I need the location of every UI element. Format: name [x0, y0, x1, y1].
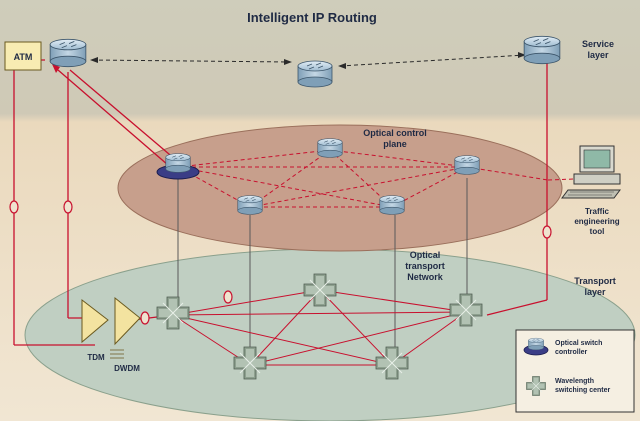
traffic-tool-label-2: engineering — [574, 217, 619, 226]
legend-switch-label-2: switching center — [555, 387, 611, 394]
control-plane-mesh — [177, 149, 601, 208]
atm-box — [4, 41, 42, 71]
red-signal-links — [13, 59, 548, 346]
optical-switch-controller-icon — [523, 337, 549, 356]
router-icon — [454, 155, 480, 175]
transport-layer-label-2: layer — [584, 287, 606, 297]
transport-network-label-2: transport — [405, 261, 445, 271]
transport-layer-label-1: Transport — [574, 276, 616, 286]
router-icon — [49, 38, 87, 68]
control-plane — [117, 124, 563, 252]
optical-switch-controller-icon — [156, 153, 200, 180]
traffic-tool-label-1: Traffic — [585, 207, 610, 216]
atm-label: ATM — [14, 52, 33, 62]
legend-controller-label-1: Optical switch — [555, 340, 602, 347]
transport-network-label-1: Optical — [410, 250, 441, 260]
service-layer-label-2: layer — [587, 50, 609, 60]
router-icon — [317, 138, 343, 158]
plane-connectors — [177, 175, 468, 355]
legend: Optical switch controller Wavelength swi… — [515, 329, 635, 413]
dwdm-label: DWDM — [114, 364, 140, 373]
control-plane-label-1: Optical control — [363, 128, 427, 138]
traffic-tool-label-3: tool — [590, 227, 605, 236]
transport-network-label-3: Network — [407, 272, 444, 282]
router-icon — [379, 195, 405, 215]
dwdm-multiplexer — [110, 296, 141, 359]
control-plane-label-2: plane — [383, 139, 407, 149]
service-links — [91, 54, 526, 67]
tdm-label: TDM — [87, 353, 105, 362]
router-icon — [523, 35, 561, 65]
legend-switch-label-1: Wavelength — [555, 378, 594, 385]
tdm-multiplexer — [81, 298, 109, 344]
router-icon — [237, 195, 263, 215]
diagram-title: Intelligent IP Routing — [247, 10, 377, 25]
transport-mesh — [172, 289, 467, 366]
legend-controller-label-2: controller — [555, 349, 588, 356]
service-layer-label-1: Service — [582, 39, 614, 49]
service-link-arrows — [90, 52, 526, 69]
router-icon — [297, 60, 333, 88]
link-markers — [9, 200, 552, 325]
computer-icon — [561, 145, 621, 199]
